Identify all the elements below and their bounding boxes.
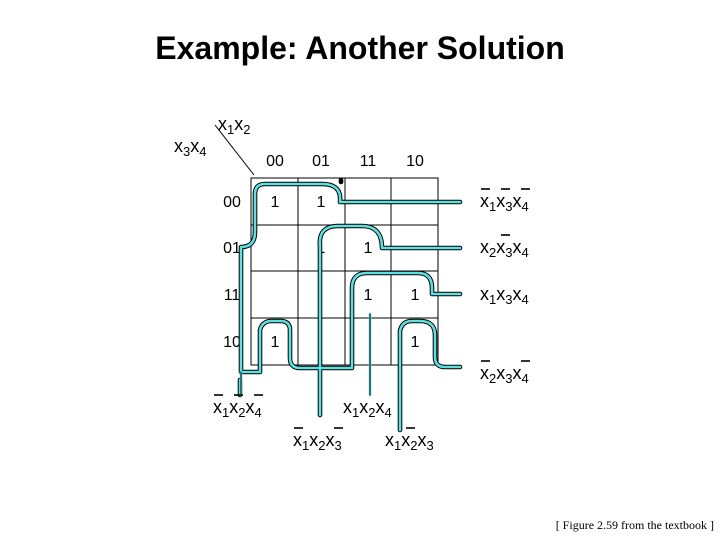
term-right-3: x1x3x4 xyxy=(480,284,529,307)
right-terms: x1x3x4 x2x3x4 x1x3x4 x2x3x4 xyxy=(480,188,530,386)
col-header-10: 10 xyxy=(406,153,424,170)
cell-00-00: 1 xyxy=(271,194,280,211)
cell-11-10: 1 xyxy=(411,287,420,304)
svg-text:x1x2x3: x1x2x3 xyxy=(385,430,434,453)
term-bottom-3: x1x2x4 xyxy=(343,397,392,420)
svg-text:x1x2x3: x1x2x3 xyxy=(293,430,342,453)
term-bottom-2: x1x2x3 xyxy=(293,427,343,453)
cell-01-11: 1 xyxy=(364,240,373,257)
row-header-00: 00 xyxy=(223,194,241,211)
axis-diagonal xyxy=(214,124,255,176)
cell-00-01: 1 xyxy=(317,194,326,211)
figure-caption: [ Figure 2.59 from the textbook ] xyxy=(555,518,714,532)
row-header-11: 11 xyxy=(224,287,241,304)
term-right-1: x1x3x4 xyxy=(480,188,530,214)
svg-text:x2x3x4: x2x3x4 xyxy=(480,237,529,260)
grouping-loops xyxy=(237,177,463,433)
cell-11-11: 1 xyxy=(364,287,373,304)
svg-text:x1x3x4: x1x3x4 xyxy=(480,191,529,214)
cell-10-00: 1 xyxy=(271,334,280,351)
term-right-2: x2x3x4 xyxy=(480,234,529,260)
term-bottom-1: x1x2x4 xyxy=(213,394,263,420)
page-title: Example: Another Solution xyxy=(155,30,565,66)
svg-text:x1x2x4: x1x2x4 xyxy=(213,397,262,420)
row-header-10: 10 xyxy=(223,334,241,351)
term-bottom-4: x1x2x3 xyxy=(385,427,434,453)
term-right-4: x2x3x4 xyxy=(480,360,530,386)
cell-10-10: 1 xyxy=(411,334,420,351)
svg-text:x1x2x4: x1x2x4 xyxy=(343,397,392,420)
col-header-00: 00 xyxy=(266,153,284,170)
row-header-01: 01 xyxy=(223,240,241,257)
column-variable-label: x1x2 xyxy=(218,114,250,137)
svg-text:x1x3x4: x1x3x4 xyxy=(480,284,529,307)
row-variable-label: x3x4 xyxy=(174,136,206,159)
col-header-01: 01 xyxy=(312,153,330,170)
svg-text:x2x3x4: x2x3x4 xyxy=(480,363,529,386)
col-header-11: 11 xyxy=(360,153,377,170)
